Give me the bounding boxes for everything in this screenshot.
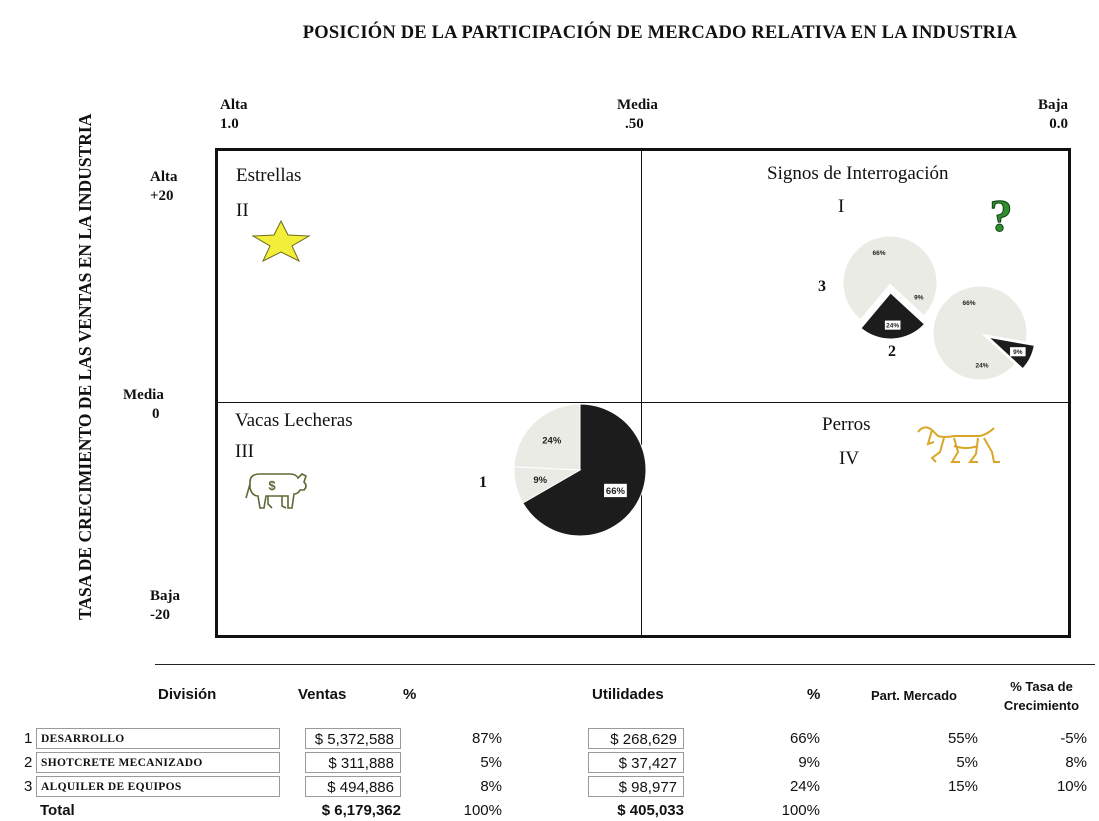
bubble-2-slice-1 xyxy=(933,286,1027,369)
x-axis-media: Media .50 xyxy=(617,96,658,134)
bubble-3-label-bg-3 xyxy=(884,320,901,330)
header-tasa-line2: Crecimiento xyxy=(1003,698,1080,713)
row-2-division: SHOTCRETE MECANIZADO xyxy=(36,752,280,773)
y-axis-media-value: 0 xyxy=(152,406,160,422)
table-top-rule xyxy=(155,664,1095,665)
total-ventas-pct: 100% xyxy=(463,802,502,819)
x-axis-media-value: .50 xyxy=(625,116,644,132)
row-2-utilidades-pct: 9% xyxy=(798,754,820,771)
matrix-vertical-divider xyxy=(641,148,642,638)
row-3-utilidades: $ 98,977 xyxy=(588,776,684,797)
row-2-utilidades: $ 37,427 xyxy=(588,752,684,773)
row-3-division: ALQUILER DE EQUIPOS xyxy=(36,776,280,797)
bcg-matrix-frame xyxy=(215,148,1071,638)
bubble-3-slice-label-2: 9% xyxy=(914,295,924,302)
quadrant-perros-label: Perros xyxy=(822,414,871,435)
bubble-2-slice-3 xyxy=(949,332,1015,380)
bubble-2-label: 2 xyxy=(888,343,896,360)
row-2-ventas: $ 311,888 xyxy=(305,752,401,773)
matrix-horizontal-divider xyxy=(215,402,1071,403)
y-axis-baja-value: -20 xyxy=(150,607,170,623)
row-2-number: 2 xyxy=(24,754,33,771)
bubble-2-label-bg-2 xyxy=(1010,347,1026,357)
row-1-part: 55% xyxy=(947,730,978,747)
row-1-ventas-pct: 87% xyxy=(471,730,502,747)
bubble-1-slice-label-3: 24% xyxy=(542,436,562,447)
bubble-1-slice-3 xyxy=(513,403,581,471)
x-axis-baja: Baja 0.0 xyxy=(1028,96,1068,134)
bubble-3-slice-label-3: 24% xyxy=(886,322,899,329)
x-axis-baja-label: Baja xyxy=(1038,97,1068,113)
quadrant-interrogacion-label: Signos de Interrogación xyxy=(767,163,949,184)
bubble-2-slice-label-3: 24% xyxy=(976,362,989,369)
bubble-3-slice-3 xyxy=(860,292,926,340)
x-axis-media-label: Media xyxy=(617,97,658,113)
bubble-pies: 66% 9% 24% 66% 9% 24% 66% 9% 24% xyxy=(513,236,1035,537)
quadrant-estrellas-label: Estrellas xyxy=(236,165,302,186)
y-axis-media: Media 0 xyxy=(123,386,164,424)
header-utilidades-pct: % xyxy=(807,686,821,703)
quadrant-estrellas-roman: II xyxy=(236,200,249,221)
x-axis-baja-value: 0.0 xyxy=(1049,116,1068,132)
quadrant-interrogacion-roman: I xyxy=(838,196,845,217)
svg-text:$: $ xyxy=(268,478,276,493)
row-1-division: DESARROLLO xyxy=(36,728,280,749)
row-1-ventas: $ 5,372,588 xyxy=(305,728,401,749)
y-axis-baja-label: Baja xyxy=(150,588,180,604)
bubble-3-label: 3 xyxy=(818,278,826,295)
quadrant-vacas-label: Vacas Lecheras xyxy=(235,410,353,431)
bubble-3-slice-label-1: 66% xyxy=(872,250,885,257)
row-1-utilidades: $ 268,629 xyxy=(588,728,684,749)
x-axis-alta-value: 1.0 xyxy=(220,116,239,132)
svg-text:?: ? xyxy=(990,191,1013,239)
bubble-1-slice-1 xyxy=(522,403,647,537)
quadrant-perros-roman: IV xyxy=(839,448,860,469)
header-tasa-line1: % Tasa de xyxy=(1010,679,1073,694)
row-2-part: 5% xyxy=(956,754,978,771)
total-ventas: $ 6,179,362 xyxy=(321,802,401,819)
row-1-utilidades-pct: 66% xyxy=(789,730,820,747)
row-1-number: 1 xyxy=(24,730,33,747)
chart-title: POSICIÓN DE LA PARTICIPACIÓN DE MERCADO … xyxy=(302,23,1018,43)
total-utilidades: $ 405,033 xyxy=(617,802,684,819)
row-3-ventas-pct: 8% xyxy=(480,778,502,795)
cow-icon: $ xyxy=(245,473,307,509)
quadrant-vacas-roman: III xyxy=(235,441,254,462)
row-2-ventas-pct: 5% xyxy=(480,754,502,771)
row-3-number: 3 xyxy=(24,778,33,795)
total-utilidades-pct: 100% xyxy=(781,802,820,819)
bubble-1-label-bg-1 xyxy=(604,483,627,498)
bubble-2-slice-label-1: 66% xyxy=(962,300,975,307)
y-axis-alta-label: Alta xyxy=(150,169,178,185)
y-axis-media-label: Media xyxy=(123,387,164,403)
x-axis-alta-label: Alta xyxy=(220,97,248,113)
question-mark-icon: ? xyxy=(989,191,1013,239)
header-ventas: Ventas xyxy=(298,686,347,703)
header-part-mercado: Part. Mercado xyxy=(871,688,957,703)
header-tasa: % Tasa de Crecimiento xyxy=(994,677,1089,715)
row-2-tasa: 8% xyxy=(1065,754,1087,771)
row-3-part: 15% xyxy=(947,778,978,795)
row-1-tasa: -5% xyxy=(1060,730,1087,747)
row-3-utilidades-pct: 24% xyxy=(789,778,820,795)
header-division: División xyxy=(158,686,217,703)
bubble-1-slice-label-1: 66% xyxy=(606,486,626,497)
row-3-ventas: $ 494,886 xyxy=(305,776,401,797)
bubble-1-slice-label-2: 9% xyxy=(533,475,547,486)
total-label: Total xyxy=(40,802,75,819)
y-axis-alta-value: +20 xyxy=(150,188,174,204)
header-ventas-pct: % xyxy=(403,686,417,703)
bubble-2-slice-label-2: 9% xyxy=(1013,349,1023,356)
bubble-3-slice-1 xyxy=(843,236,937,319)
dog-icon xyxy=(917,426,1000,463)
x-axis-alta: Alta 1.0 xyxy=(220,96,248,134)
bubble-1-label: 1 xyxy=(479,474,487,491)
header-utilidades: Utilidades xyxy=(592,686,664,703)
y-axis-alta: Alta +20 xyxy=(150,168,178,206)
row-3-tasa: 10% xyxy=(1056,778,1087,795)
star-icon xyxy=(251,219,311,263)
y-axis-baja: Baja -20 xyxy=(150,587,180,625)
bubble-3-slice-2 xyxy=(888,282,936,315)
